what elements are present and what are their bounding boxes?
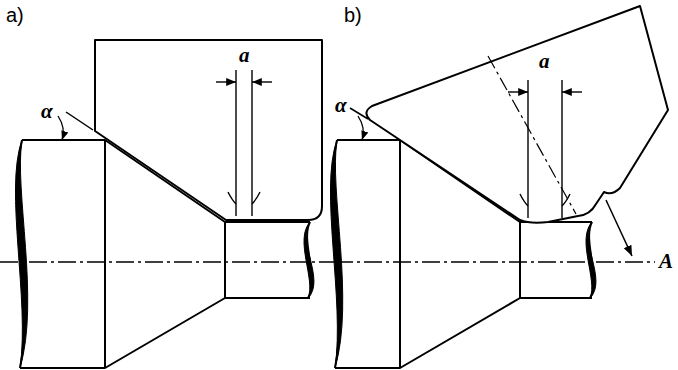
- cutting-tool-b: [366, 6, 668, 223]
- axis-b: [335, 261, 655, 262]
- cutting-tool-a: [95, 40, 322, 220]
- dimension-a: [216, 70, 272, 216]
- angle-symbol: α: [334, 94, 348, 117]
- dimension-b: [508, 80, 582, 218]
- panel-letter: a): [6, 4, 24, 26]
- angle-symbol: α: [40, 100, 54, 123]
- dimension-letter: a: [538, 50, 551, 73]
- dimension-letter: a: [238, 44, 251, 67]
- axis-letter: A: [658, 250, 674, 273]
- panel-letter: b): [344, 4, 362, 26]
- axis-a: [0, 261, 335, 262]
